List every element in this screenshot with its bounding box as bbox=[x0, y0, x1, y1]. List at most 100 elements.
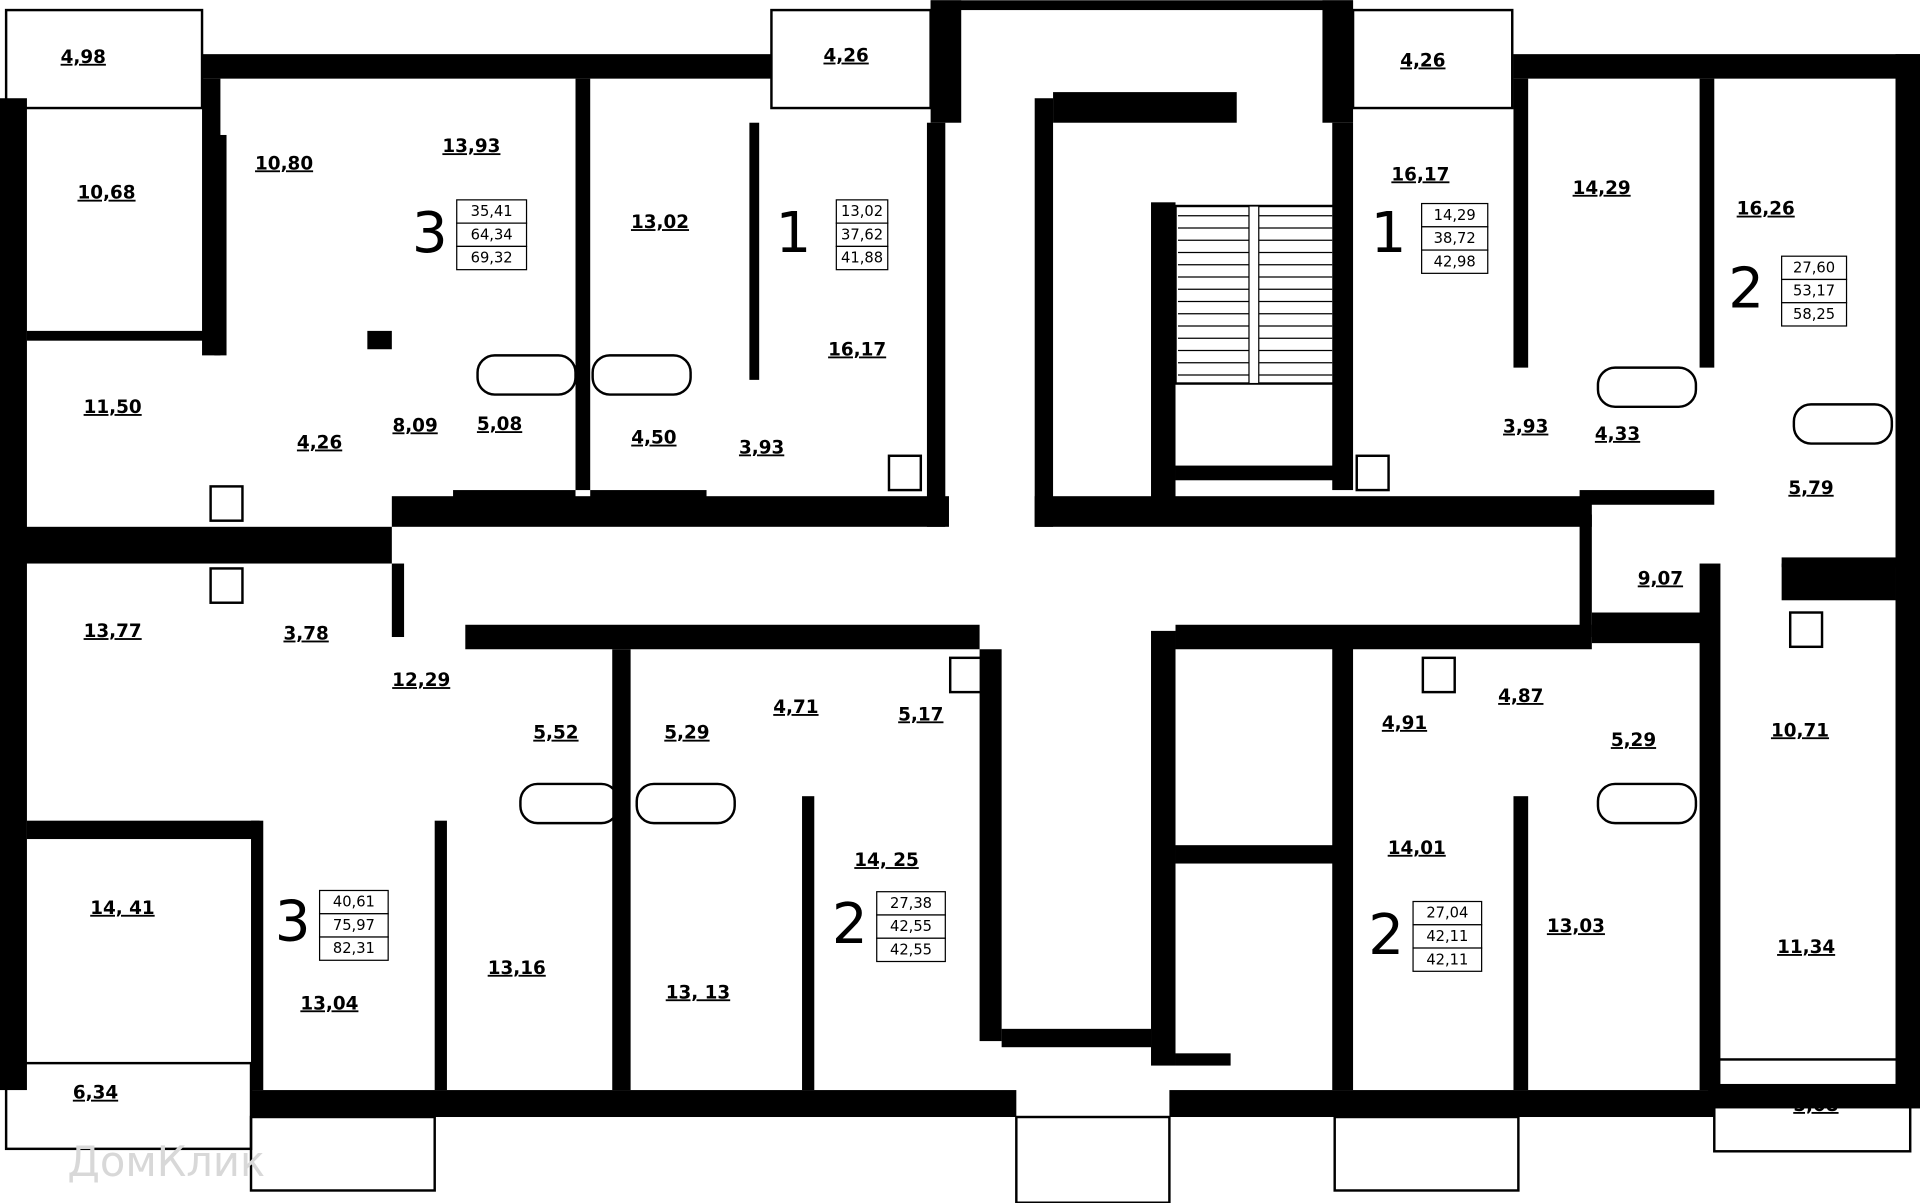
room-area-label: 13,16 bbox=[488, 958, 546, 979]
room-area-label: 12,29 bbox=[392, 670, 450, 691]
room-area-label: 13,04 bbox=[300, 993, 358, 1014]
apartment-block: 2 27,60 53,17 58,25 bbox=[1728, 255, 1848, 327]
room-area-label: 4,33 bbox=[1595, 424, 1640, 445]
total-area: 75,97 bbox=[333, 917, 375, 934]
room-area-label: 10,68 bbox=[77, 183, 135, 204]
balcony-outline bbox=[1333, 1115, 1520, 1192]
stove-icon bbox=[209, 485, 244, 522]
area-with-balcony: 42,98 bbox=[1434, 253, 1476, 270]
watermark: ДомКлик bbox=[67, 1137, 265, 1186]
room-count: 3 bbox=[275, 889, 311, 954]
stove-icon bbox=[209, 567, 244, 604]
living-area: 13,02 bbox=[841, 203, 883, 220]
wall bbox=[1699, 563, 1721, 1091]
balcony-outline bbox=[4, 8, 204, 110]
room-area-label: 14, 41 bbox=[90, 898, 154, 919]
wall bbox=[575, 78, 591, 491]
wall bbox=[1151, 202, 1176, 509]
wall bbox=[1895, 54, 1920, 1091]
room-count: 1 bbox=[776, 201, 812, 266]
wall bbox=[590, 490, 707, 505]
room-area-label: 13,02 bbox=[631, 212, 689, 233]
room-area-label: 4,26 bbox=[1400, 51, 1445, 72]
wall bbox=[1175, 624, 1592, 650]
wall bbox=[453, 490, 576, 505]
area-with-balcony: 58,25 bbox=[1793, 306, 1835, 323]
room-count: 2 bbox=[832, 892, 868, 957]
wall bbox=[26, 330, 217, 341]
room-area-label: 5,29 bbox=[1611, 730, 1656, 751]
wall bbox=[1322, 0, 1354, 123]
stove-icon bbox=[1788, 611, 1824, 649]
bathtub-icon bbox=[591, 354, 692, 396]
total-area: 38,72 bbox=[1434, 230, 1476, 247]
wall bbox=[1332, 122, 1354, 491]
balcony-outline bbox=[1713, 1058, 1912, 1153]
total-area: 53,17 bbox=[1793, 283, 1835, 300]
room-area-label: 4,26 bbox=[823, 46, 868, 67]
room-count: 2 bbox=[1728, 256, 1764, 321]
bathtub-icon bbox=[476, 354, 577, 396]
room-area-label: 3,93 bbox=[1503, 417, 1548, 438]
wall bbox=[979, 649, 1002, 1042]
living-area: 27,60 bbox=[1793, 259, 1835, 276]
wall bbox=[434, 820, 447, 1091]
wall bbox=[749, 122, 760, 380]
wall bbox=[0, 526, 392, 564]
total-area: 42,11 bbox=[1426, 928, 1468, 945]
room-area-label: 14, 25 bbox=[854, 850, 918, 871]
wall bbox=[214, 134, 227, 356]
room-area-label: 4,91 bbox=[1382, 713, 1427, 734]
wall bbox=[1513, 54, 1920, 79]
area-with-balcony: 42,11 bbox=[1426, 951, 1468, 968]
wall bbox=[1699, 78, 1715, 368]
bathtub-icon bbox=[519, 782, 620, 825]
balcony-outline bbox=[4, 1061, 253, 1151]
balcony-outline bbox=[1015, 1115, 1171, 1203]
room-count: 1 bbox=[1371, 201, 1407, 266]
room-area-label: 4,98 bbox=[61, 47, 106, 68]
wall bbox=[1332, 630, 1354, 1091]
room-area-label: 6,34 bbox=[73, 1083, 118, 1104]
area-cell bbox=[1412, 947, 1483, 972]
room-area-label: 11,34 bbox=[1777, 937, 1835, 958]
wall bbox=[0, 98, 27, 1091]
area-cell bbox=[1421, 249, 1489, 274]
wall bbox=[202, 54, 772, 79]
room-area-label: 4,87 bbox=[1498, 686, 1543, 707]
wall bbox=[1781, 557, 1905, 568]
room-area-label: 14,29 bbox=[1573, 178, 1631, 199]
wall bbox=[1001, 1028, 1152, 1048]
room-area-label: 13,77 bbox=[84, 621, 142, 642]
area-cell bbox=[318, 936, 389, 961]
wall bbox=[1034, 98, 1054, 527]
area-with-balcony: 82,31 bbox=[333, 940, 375, 957]
room-area-label: 5,79 bbox=[1788, 478, 1833, 499]
room-count: 2 bbox=[1368, 903, 1404, 968]
bathtub-icon bbox=[1596, 366, 1698, 409]
area-with-balcony: 69,32 bbox=[471, 250, 513, 267]
living-area: 27,38 bbox=[890, 895, 932, 912]
area-cell bbox=[876, 937, 946, 963]
room-area-label: 16,17 bbox=[1391, 164, 1449, 185]
living-area: 35,41 bbox=[471, 203, 513, 220]
wall bbox=[1053, 92, 1237, 123]
room-labels: 4,9810,8010,6813,9313,024,2616,1711,504,… bbox=[61, 46, 1839, 1116]
area-cell bbox=[835, 245, 889, 271]
wall bbox=[251, 820, 264, 1091]
stove-icon bbox=[887, 454, 923, 492]
room-area-label: 10,80 bbox=[255, 153, 313, 174]
fixtures bbox=[4, 8, 1912, 1203]
wall bbox=[926, 122, 946, 527]
wall bbox=[1591, 612, 1715, 644]
wall bbox=[1034, 496, 1592, 527]
stove-icon bbox=[948, 656, 984, 694]
wall bbox=[1175, 465, 1335, 481]
wall bbox=[1175, 1053, 1231, 1066]
wall bbox=[1169, 1090, 1715, 1118]
